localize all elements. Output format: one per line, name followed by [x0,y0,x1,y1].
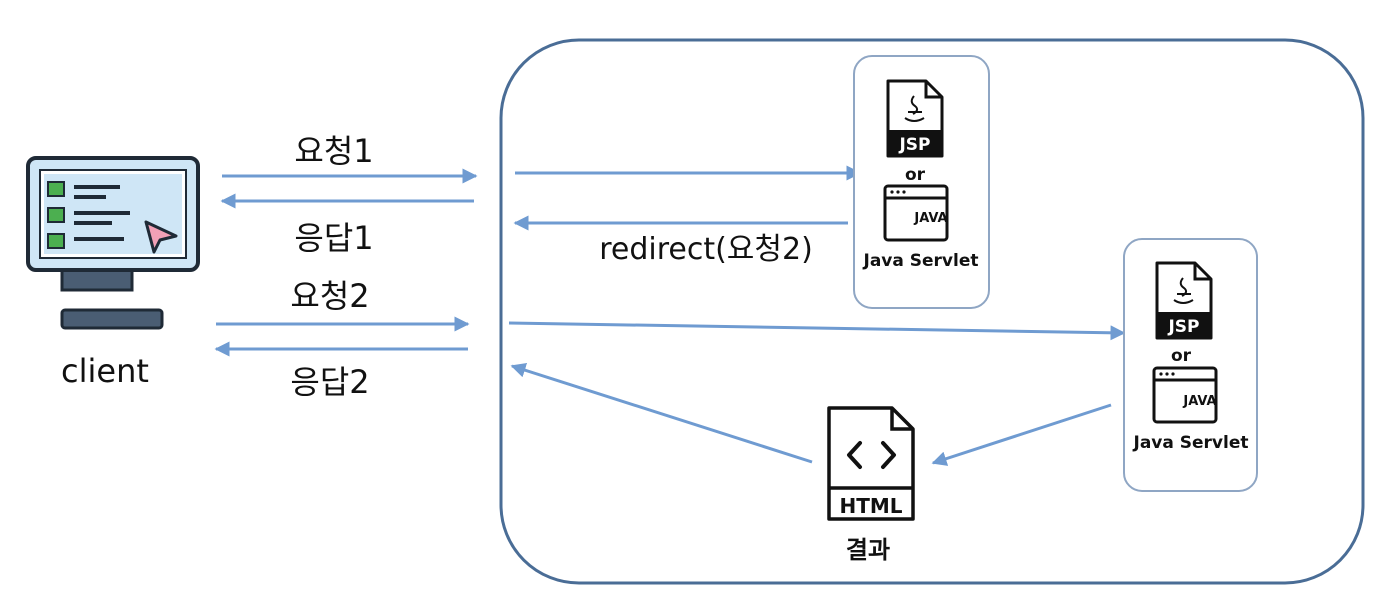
forward-to-servlet2-arrow [508,321,1126,341]
jsp-badge-text: JSP [1167,317,1199,337]
server-container [499,38,1365,585]
result-caption: 결과 [846,536,890,564]
java-window-icon [1152,366,1218,424]
response1-label: 응답1 [294,219,373,257]
html-to-client-arrow [510,362,813,464]
redirect-label: redirect(요청2) [599,232,813,267]
servlet2-to-html-arrow [931,403,1112,466]
html-badge-text: HTML [839,494,902,518]
jsp-badge-text: JSP [898,135,930,155]
java-badge-text: JAVA [913,211,947,226]
servlet-caption: Java Servlet [1133,433,1249,453]
monitor-icon [26,156,200,330]
response2-label: 응답2 [290,363,369,401]
jsp-file-icon [886,79,944,158]
java-window-icon [883,184,949,242]
client-label: client [61,352,149,390]
request2-label: 요청2 [290,277,369,315]
request1-label: 요청1 [294,132,373,170]
jsp-file-icon [1155,261,1213,340]
or-text: or [905,165,926,185]
java-badge-text: JAVA [1182,394,1216,409]
or-text: or [1171,346,1192,366]
servlet-caption: Java Servlet [863,251,979,271]
html-file-icon [827,406,915,521]
